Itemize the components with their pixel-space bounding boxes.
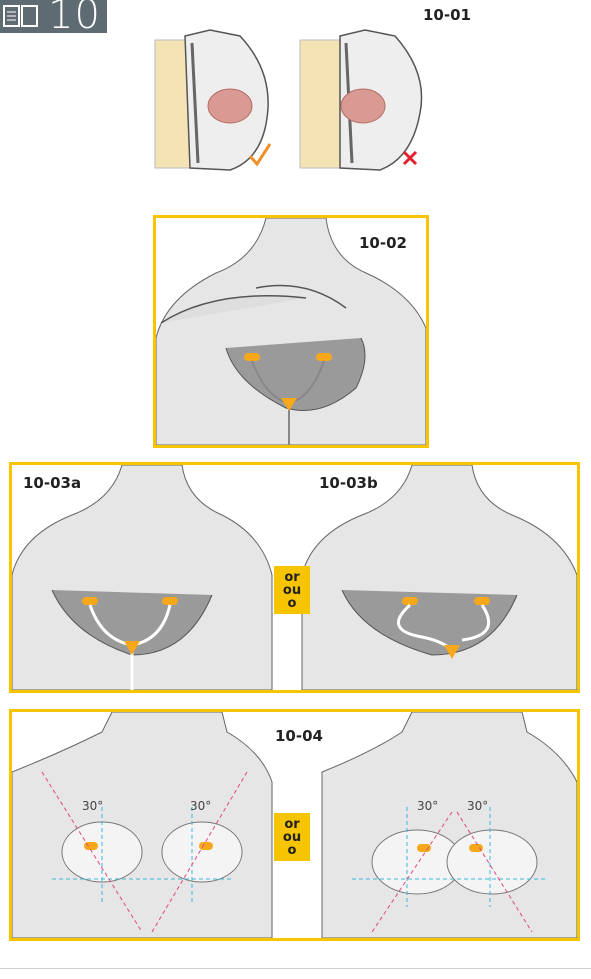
or-badge: or ou o xyxy=(274,566,310,614)
angle-label-2: 30° xyxy=(190,799,211,813)
angle-label-4: 30° xyxy=(467,799,488,813)
figure-10-02 xyxy=(156,218,426,445)
footer-divider xyxy=(0,968,591,969)
angle-label-1: 30° xyxy=(82,799,103,813)
angle-label-3: 30° xyxy=(417,799,438,813)
chapter-tab: 10 xyxy=(0,0,107,33)
figure-10-01 xyxy=(150,28,440,178)
figure-10-03-panel: 10-03a 10-03b or ou o xyxy=(9,462,580,693)
correct-fit-illustration xyxy=(155,30,270,170)
figure-10-02-panel: 10-02 xyxy=(153,215,429,448)
figure-10-04-panel: 10-04 30° 30° 30° xyxy=(9,709,580,941)
cross-icon xyxy=(404,152,416,164)
or-text-es: o xyxy=(288,844,297,857)
book-icon xyxy=(2,4,40,30)
or-text-es: o xyxy=(288,597,297,610)
or-text-fr: ou xyxy=(283,584,301,597)
or-text-en: or xyxy=(284,571,299,584)
or-text-fr: ou xyxy=(283,831,301,844)
figure-label-10-01: 10-01 xyxy=(423,6,471,24)
or-text-en: or xyxy=(284,818,299,831)
incorrect-fit-illustration xyxy=(300,30,422,170)
chapter-number: 10 xyxy=(48,0,101,38)
or-badge: or ou o xyxy=(274,813,310,861)
